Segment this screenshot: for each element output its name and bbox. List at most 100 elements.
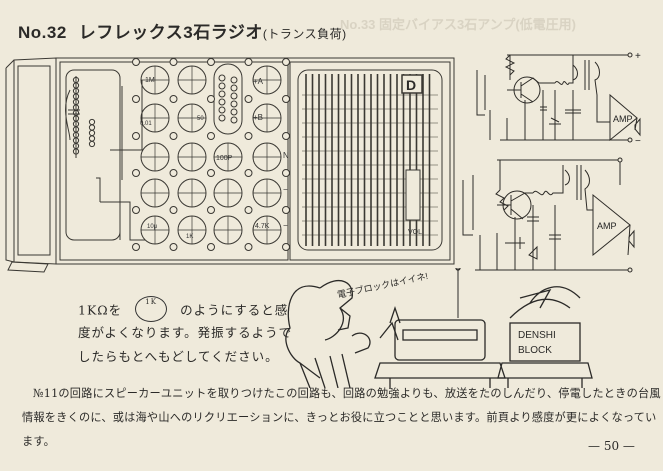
- connector-hole: [169, 132, 178, 140]
- coil-turn: [88, 135, 96, 142]
- project-number: No.32: [18, 23, 67, 42]
- terminal-label: −: [283, 185, 288, 194]
- connector-hole: [132, 169, 140, 177]
- 1k-resistor-symbol: 1K: [135, 296, 168, 322]
- box-label-line1: DENSHI: [518, 330, 556, 341]
- coil-turn: [88, 124, 96, 131]
- block-wiring: [214, 143, 242, 171]
- block-wiring: [178, 66, 206, 94]
- transformer-coil: [230, 84, 238, 92]
- connector-hole: [132, 243, 140, 251]
- transformer-coil: [230, 76, 238, 84]
- page-number: — 50 —: [588, 439, 635, 453]
- connector-hole: [207, 58, 215, 66]
- block-wiring: [141, 216, 169, 244]
- connector-hole: [244, 95, 253, 103]
- speech-text: 電子ブロックはイイネ!: [336, 270, 429, 300]
- coil-turn: [88, 140, 96, 148]
- block-wiring: [178, 104, 206, 132]
- connector-hole: [244, 169, 253, 177]
- block-wiring: [141, 104, 169, 132]
- logo-badge: [401, 74, 423, 94]
- component-label-50: 50: [197, 116, 204, 122]
- transformer-coil: [218, 98, 226, 106]
- tip-text: のようにすると感: [180, 302, 289, 318]
- speaker-panel: [289, 61, 451, 261]
- tip-line-3: したらもとへもどしてください。: [78, 349, 279, 364]
- block-wiring: [214, 179, 242, 207]
- connector-hole: [169, 243, 178, 251]
- terminal-label: +A: [253, 77, 264, 86]
- block-wiring: [141, 66, 169, 94]
- body-paragraph-line-3: ます。: [22, 435, 56, 448]
- connector-hole: [132, 95, 140, 103]
- component-label-10u: 10μ: [147, 224, 158, 230]
- connector-hole: [132, 132, 140, 140]
- connector-hole: [207, 206, 215, 214]
- body-paragraph-line-2: 情報をきくのに、或は海や山へのリクリエーションに、きっとお役に立つことと思います…: [22, 411, 657, 424]
- connector-hole: [132, 206, 140, 214]
- connector-hole: [132, 58, 140, 66]
- plus-terminal-label: +: [635, 51, 641, 62]
- terminal-label: +B: [253, 113, 263, 122]
- transformer-coil: [218, 114, 226, 122]
- transformer-coil: [218, 90, 226, 98]
- tip-text: 1KΩを: [78, 302, 123, 318]
- block-wiring: [141, 143, 169, 171]
- connector-hole: [169, 169, 178, 177]
- transformer-coil: [230, 100, 238, 108]
- block-wiring: [253, 143, 281, 171]
- block-wiring: [214, 216, 242, 244]
- lid-flap: [5, 57, 57, 265]
- connector-hole: [207, 169, 215, 177]
- block-wiring: [253, 179, 281, 207]
- amp-label: AMP: [613, 114, 633, 124]
- block-wiring: [178, 179, 206, 207]
- block-wiring: [253, 66, 281, 94]
- connector-hole: [207, 243, 215, 251]
- block-wiring: [178, 143, 206, 171]
- connector-hole: [244, 206, 253, 214]
- person-hair: [285, 279, 353, 379]
- block-wiring: [253, 104, 281, 132]
- box-label-line2: BLOCK: [518, 345, 552, 356]
- block-wiring: [141, 179, 169, 207]
- transformer-coil: [218, 82, 226, 90]
- terminal-label: −: [283, 221, 288, 230]
- tip-line-1: 1KΩを 1K のようにすると感: [78, 296, 289, 324]
- transformer-coil: [230, 92, 238, 100]
- amp-label: AMP: [597, 221, 617, 231]
- denshi-block-box: [509, 322, 581, 362]
- schematic-modified: AMP: [462, 157, 635, 273]
- project-title: レフレックス3石ラジオ: [78, 23, 263, 42]
- volume-knob: [405, 169, 421, 221]
- brand-logo: D: [406, 77, 416, 93]
- antenna-coil-block: [65, 69, 121, 241]
- page-title: No.32 レフレックス3石ラジオ(トランス負荷): [18, 18, 347, 43]
- terminal-label: N: [283, 151, 289, 160]
- block-wiring: [253, 216, 281, 244]
- connector-hole: [169, 58, 178, 66]
- connector-hole: [282, 206, 290, 214]
- project-subtitle: (トランス負荷): [262, 27, 347, 41]
- symbol-label: 1K: [145, 298, 157, 306]
- coil-turn: [88, 118, 96, 126]
- connector-hole: [282, 58, 290, 66]
- cartoon-illustration: 電子ブロックはイイネ! DENSHI BLOCK: [285, 268, 593, 388]
- connector-hole: [282, 243, 290, 251]
- connector-hole: [244, 243, 253, 251]
- connector-hole: [244, 132, 253, 140]
- transformer-block: [213, 63, 243, 135]
- minus-terminal-label: −: [635, 136, 641, 147]
- block-wiring: [178, 216, 206, 244]
- component-label-1k: 1K: [186, 234, 193, 240]
- connector-hole: [169, 206, 178, 214]
- connector-hole: [207, 132, 215, 140]
- coil-turn: [88, 129, 96, 137]
- body-paragraph-line-1: №11の回路にスピーカーユニットを取りつけたこの回路も、回路の勉強よりも、放送を…: [33, 387, 661, 400]
- transformer-coil: [218, 74, 226, 82]
- connector-hole: [282, 132, 290, 140]
- volume-label: VOL: [408, 229, 422, 236]
- component-label-100p: 100P: [216, 155, 233, 162]
- connector-hole: [244, 58, 253, 66]
